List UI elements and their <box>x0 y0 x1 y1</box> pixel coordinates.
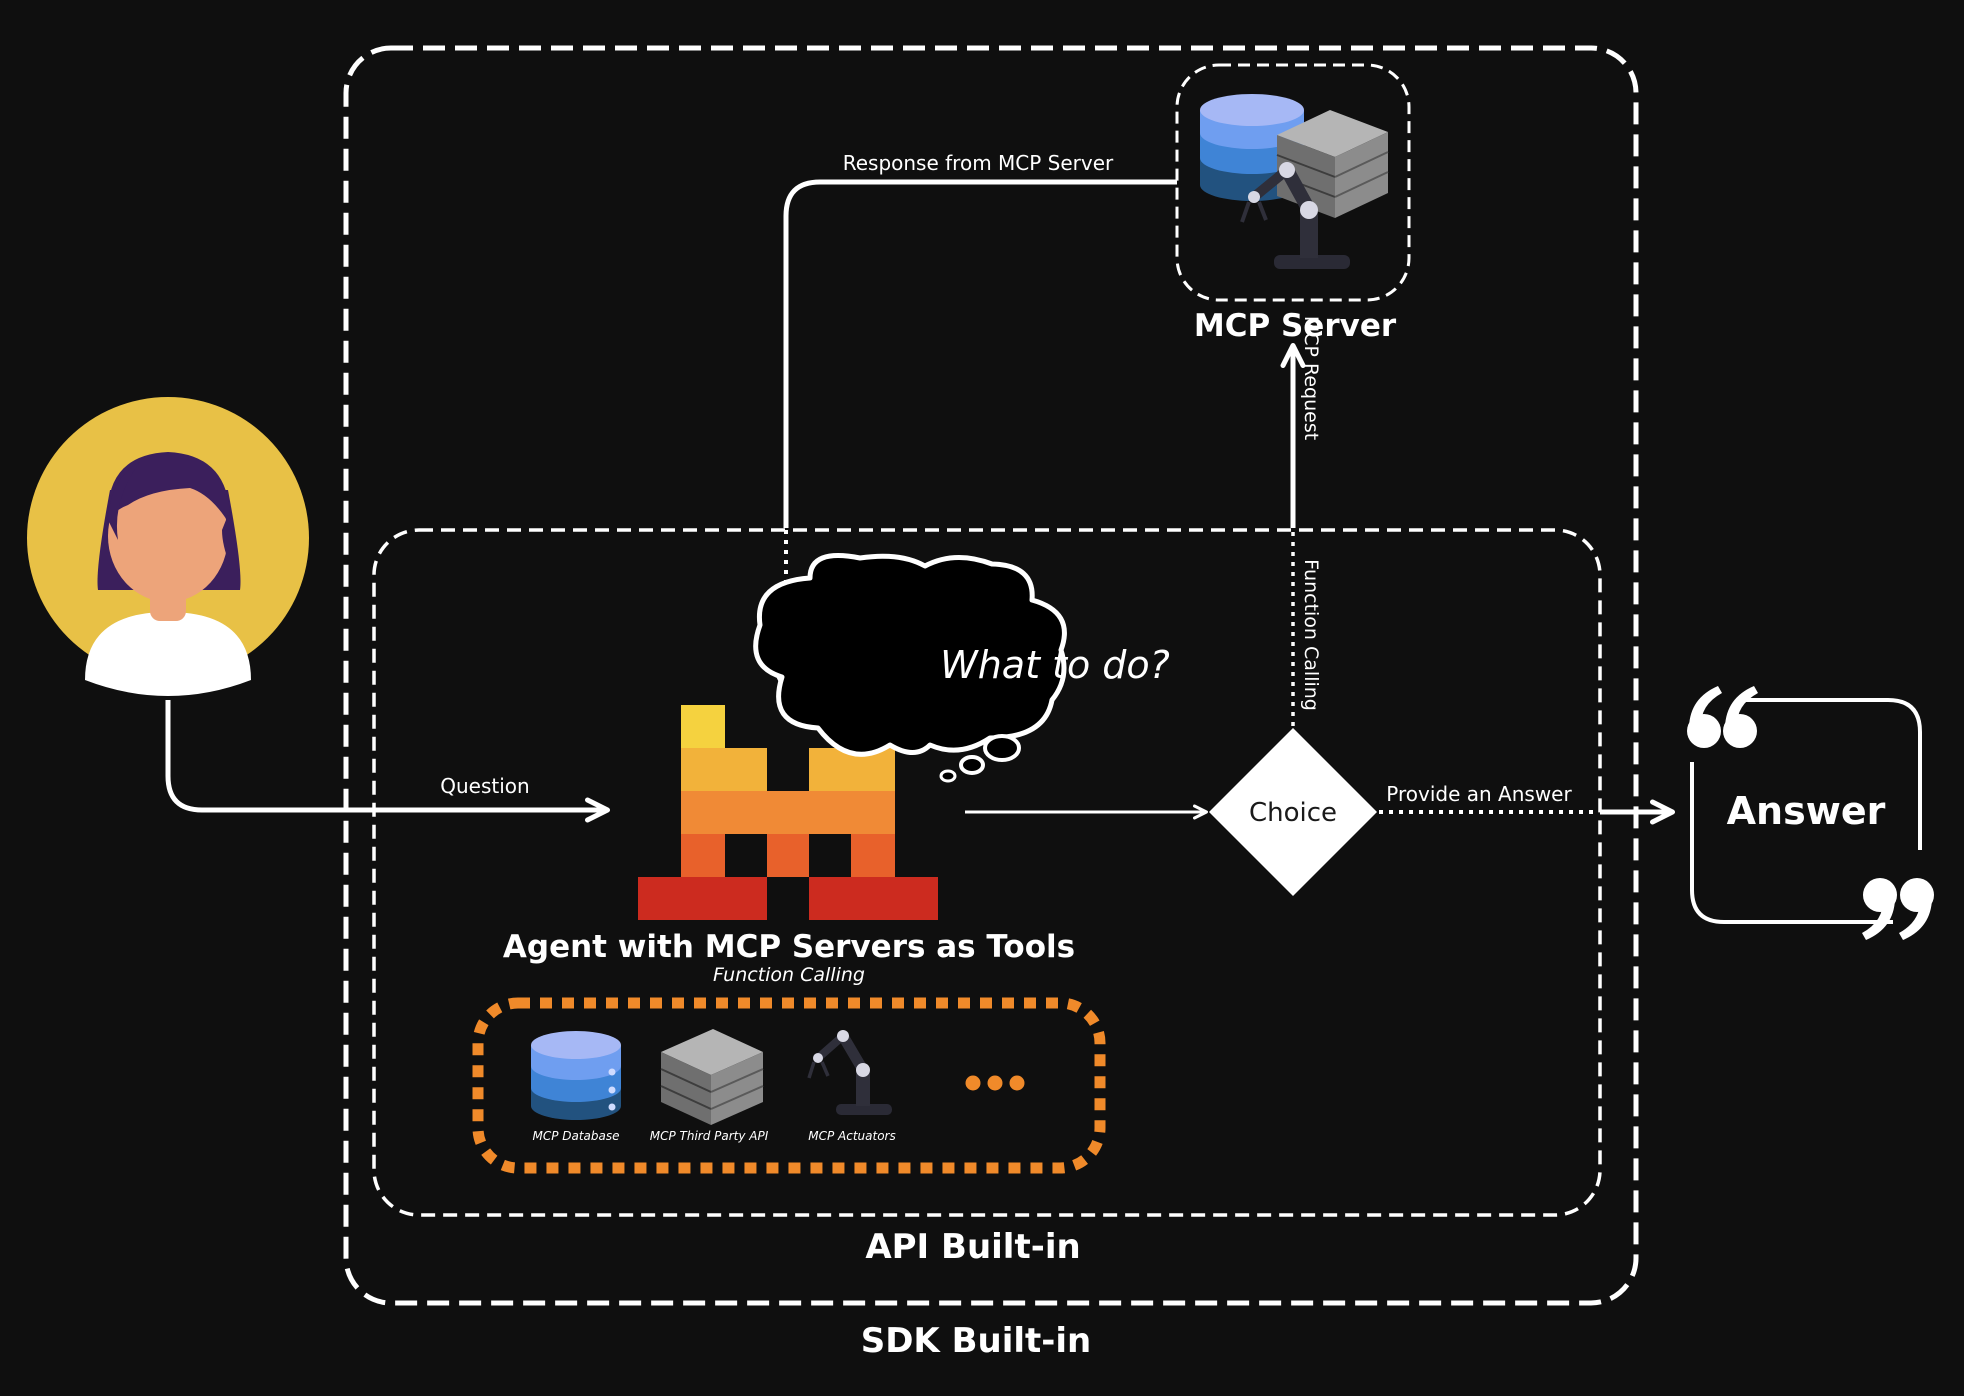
tool-actuators-label: MCP Actuators <box>808 1129 896 1143</box>
open-quote-icon <box>1687 686 1758 748</box>
answer-label: Answer <box>1727 789 1886 833</box>
mcp-request-label: MCP Request <box>1300 316 1322 440</box>
sdk-frame <box>343 45 1639 1306</box>
tools-panel <box>472 997 1106 1174</box>
tool-database-label: MCP Database <box>532 1129 619 1143</box>
answer-box-frame <box>1690 698 1922 924</box>
response-arrow-line <box>783 179 1177 528</box>
close-quote-icon <box>1862 878 1934 940</box>
mcp-server-rack-icon <box>1276 110 1389 218</box>
agent-label: Agent with MCP Servers as Tools <box>503 929 1075 965</box>
response-label: Response from MCP Server <box>843 151 1114 175</box>
agent-sublabel: Function Calling <box>713 964 865 986</box>
sdk-label: SDK Built-in <box>861 1321 1092 1361</box>
mcp-server-frame <box>1175 63 1411 302</box>
tool-robot-arm-icon <box>807 1030 892 1115</box>
thought-bubble <box>753 553 1067 783</box>
more-tools-ellipsis <box>965 1075 1025 1091</box>
question-label: Question <box>440 774 529 798</box>
tool-server-rack-icon <box>660 1029 764 1125</box>
tool-server-label: MCP Third Party API <box>650 1129 769 1143</box>
thought-text: What to do? <box>940 643 1170 687</box>
choice-diamond <box>1209 728 1377 896</box>
api-frame <box>372 528 1602 1217</box>
mcp-server-robot-arm-icon <box>1240 162 1350 269</box>
tool-database-icon <box>531 1031 621 1120</box>
question-arrow <box>165 700 610 823</box>
function-calling-vertical-label: Function Calling <box>1300 559 1322 711</box>
user-avatar <box>27 397 309 696</box>
mcp-server-label: MCP Server <box>1194 308 1397 344</box>
provide-answer-label: Provide an Answer <box>1386 782 1572 806</box>
choice-label: Choice <box>1249 798 1337 828</box>
api-label: API Built-in <box>865 1227 1080 1267</box>
